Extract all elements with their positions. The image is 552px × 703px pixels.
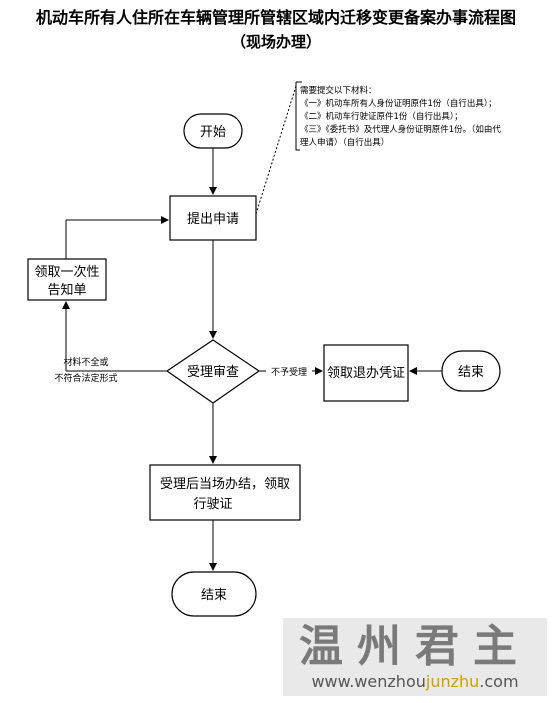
watermark: 温州君主 www.wenzhoujunzhu.com	[283, 618, 547, 696]
note-item-3: 《三》《委托书》及代理人身份证明原件1份。（如由代	[300, 124, 501, 135]
not-accepted-label: 不予受理	[271, 366, 307, 378]
end-right-node	[441, 350, 501, 392]
refund-receipt-label: 领取退办凭证	[327, 366, 405, 381]
note-item-4: 理人申请）（自行出具）	[300, 137, 389, 148]
watermark-url-prefix: www.wenzhou	[311, 672, 426, 691]
accept-label-1: 受理后当场办结，领取	[160, 477, 290, 492]
watermark-logo-text: 温州君主	[299, 621, 531, 672]
note-heading: 需要提交以下材料：	[300, 85, 377, 96]
note-item-1: 《一》机动车所有人身份证明原件1份（自行出具）；	[300, 98, 497, 109]
note-item-2: 《二》机动车行驶证原件1份（自行出具）；	[300, 111, 463, 122]
incomplete-label-1: 材料不全或	[63, 356, 108, 368]
watermark-url-highlight: junzhu	[425, 672, 480, 691]
end-bottom-node	[171, 571, 257, 617]
submit-label: 提出申请	[187, 211, 239, 227]
start-label: 开始	[200, 125, 226, 140]
end-right-label: 结束	[458, 365, 484, 380]
note-connector	[255, 85, 297, 215]
page-title: 机动车所有人住所在车辆管理所管辖区域内迁移变更备案办事流程图	[35, 8, 516, 27]
page-subtitle: （现场办理）	[230, 33, 321, 51]
watermark-url: www.wenzhoujunzhu.com	[283, 672, 547, 692]
accept-complete-node	[149, 464, 301, 521]
review-label: 受理审查	[187, 365, 239, 380]
notice-label-1: 领取一次性	[34, 264, 99, 280]
materials-note: 需要提交以下材料： 《一》机动车所有人身份证明原件1份（自行出具）； 《二》机动…	[295, 81, 501, 151]
notice-label-2: 告知单	[47, 282, 86, 298]
refund-receipt-node	[323, 344, 409, 402]
end-bottom-label: 结束	[201, 588, 227, 603]
watermark-url-suffix: .com	[479, 672, 519, 691]
one-time-notice-node	[27, 258, 107, 301]
incomplete-label-2: 不符合法定形式	[54, 372, 117, 384]
accept-label-2: 行驶证	[193, 497, 232, 512]
